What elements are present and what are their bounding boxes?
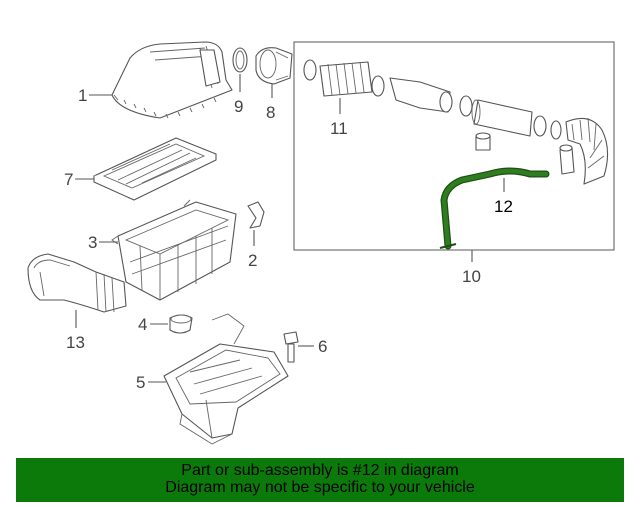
callout-2: 2 (248, 230, 257, 270)
part-7-filter-element[interactable] (93, 137, 217, 201)
callout-label-9: 9 (234, 97, 243, 116)
callout-label-6: 6 (318, 337, 327, 356)
callout-label-3: 3 (88, 233, 97, 252)
callout-8: 8 (266, 84, 275, 122)
part-8-adapter[interactable] (255, 47, 293, 85)
part-3-air-cleaner-housing[interactable] (111, 199, 237, 301)
callout-13: 13 (66, 310, 85, 352)
callout-label-7: 7 (64, 170, 73, 189)
callout-11: 11 (330, 98, 348, 138)
banner-line-1: Part or sub-assembly is #12 in diagram (181, 462, 459, 479)
callout-4: 4 (138, 315, 168, 334)
banner-line-2: Diagram may not be specific to your vehi… (165, 479, 475, 496)
part-2-clip[interactable] (247, 201, 265, 229)
callout-5: 5 (136, 373, 166, 392)
part-1-air-cleaner-cover[interactable] (111, 41, 233, 119)
callout-label-12: 12 (494, 197, 513, 216)
callout-label-11: 11 (330, 119, 348, 138)
callout-3: 3 (88, 233, 118, 252)
assembly-box (293, 41, 615, 251)
part-info-banner: Part or sub-assembly is #12 in diagram D… (16, 458, 624, 502)
parts-diagram: 1 9 8 7 2 (27, 41, 615, 445)
part-13-intake-duct[interactable] (27, 253, 127, 313)
part-10-outlet-duct-assembly[interactable] (293, 41, 615, 251)
part-4-grommet[interactable] (169, 314, 193, 334)
callout-1: 1 (78, 86, 112, 105)
callout-label-2: 2 (248, 251, 257, 270)
callout-label-13: 13 (66, 333, 85, 352)
part-9-o-ring[interactable] (232, 47, 248, 73)
part-12-hose[interactable] (441, 168, 549, 249)
callout-7: 7 (64, 170, 94, 189)
callout-label-1: 1 (78, 86, 87, 105)
part-6-bolt[interactable] (283, 331, 299, 363)
callout-label-10: 10 (462, 267, 481, 286)
callout-9: 9 (234, 74, 243, 116)
callout-label-5: 5 (136, 373, 145, 392)
callout-label-8: 8 (266, 103, 275, 122)
part-5-bracket[interactable] (163, 313, 289, 445)
callout-12: 12 (494, 178, 513, 216)
callout-label-4: 4 (138, 315, 147, 334)
callout-6: 6 (298, 337, 327, 356)
callout-10: 10 (462, 250, 481, 286)
